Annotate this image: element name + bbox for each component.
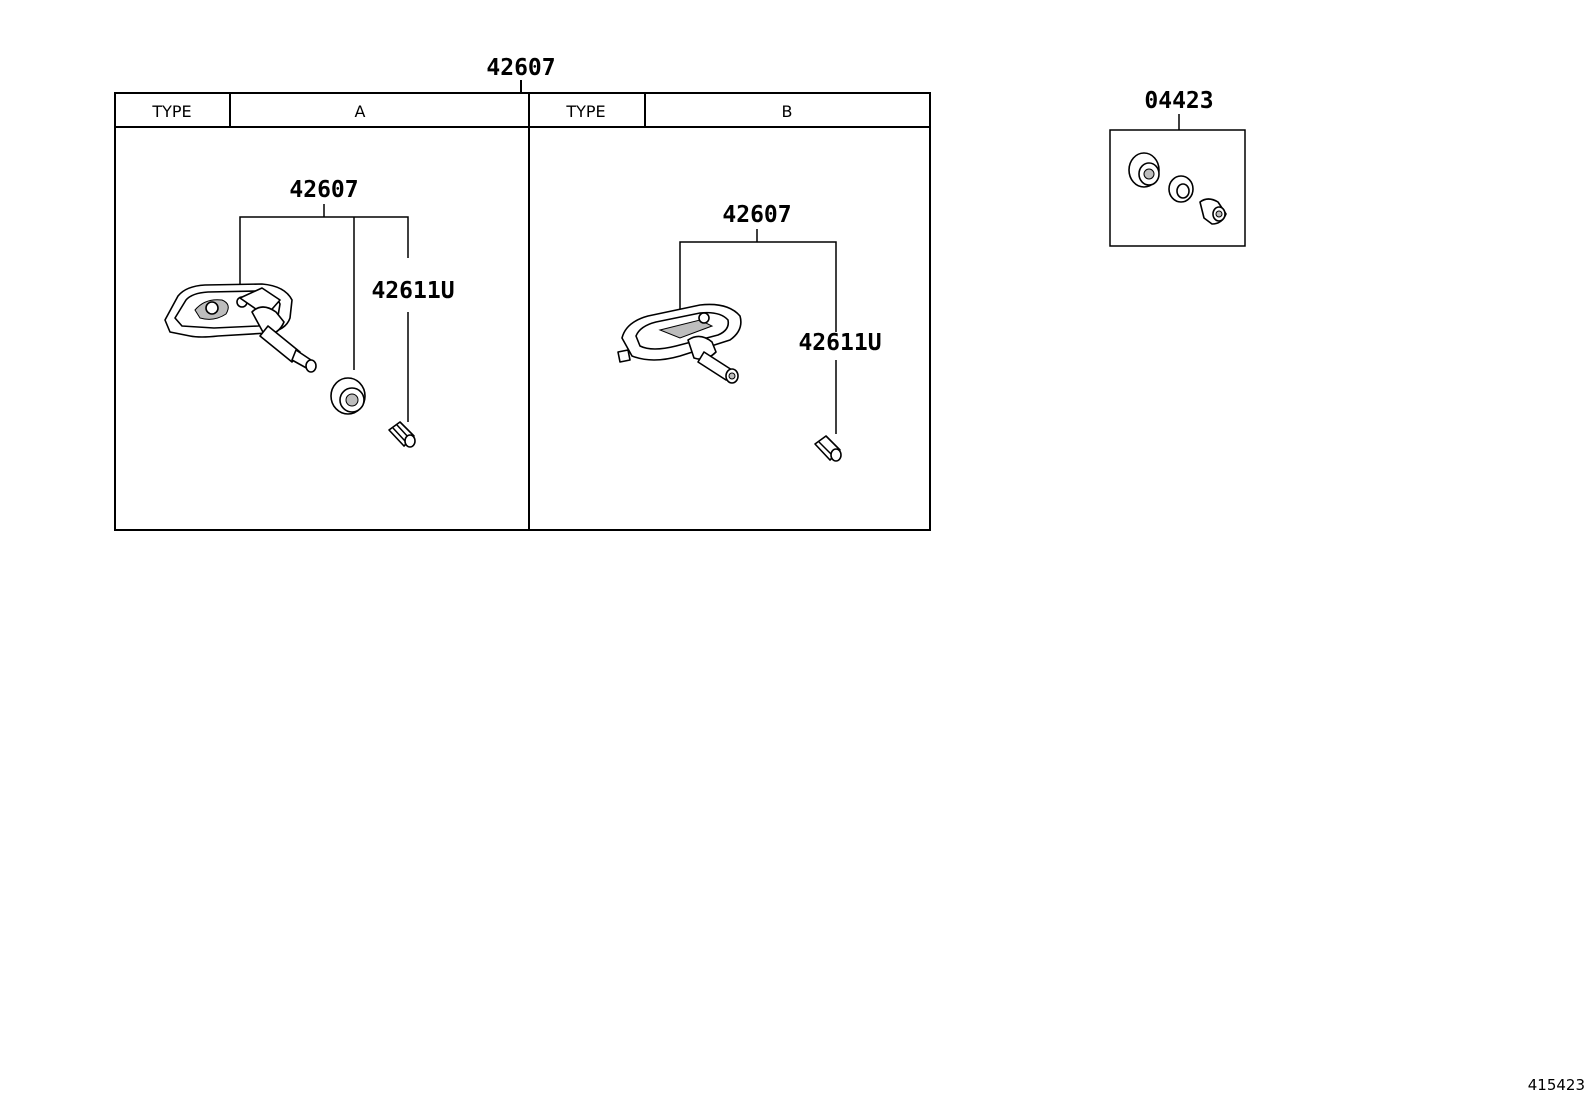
kit-part-number: 04423 <box>1144 88 1213 114</box>
panel-type-a: 42607 42611U <box>164 177 455 448</box>
valve-grommet-a <box>330 377 366 415</box>
valve-cap-b <box>814 435 842 462</box>
figure-code: 415423 <box>1528 1076 1585 1094</box>
type-a-header-value: A <box>355 102 366 121</box>
panel-b-valve-cap-number: 42611U <box>798 330 881 356</box>
main-part-number: 42607 <box>486 55 555 81</box>
valve-cap-a <box>388 421 416 448</box>
type-a-header-label: TYPE <box>151 102 191 121</box>
panel-a-bracket <box>239 216 409 285</box>
tire-pressure-sensor-b <box>617 303 742 384</box>
type-b-header-value: B <box>782 102 793 121</box>
kit-nut <box>1199 198 1227 225</box>
tire-pressure-sensor-a <box>164 283 317 373</box>
kit-box <box>1109 129 1246 247</box>
table-border <box>114 92 931 531</box>
grommet-kit: 04423 <box>1109 88 1246 247</box>
type-b-header-label: TYPE <box>565 102 605 121</box>
kit-grommet <box>1128 152 1160 188</box>
kit-washer <box>1168 175 1194 203</box>
panel-a-assembly-number: 42607 <box>289 177 358 203</box>
panel-a-valve-cap-number: 42611U <box>371 278 454 304</box>
panel-b-assembly-number: 42607 <box>722 202 791 228</box>
panel-b-bracket <box>679 241 837 332</box>
type-table: TYPE A TYPE B <box>114 92 931 531</box>
panel-type-b: 42607 42611U <box>617 202 882 462</box>
